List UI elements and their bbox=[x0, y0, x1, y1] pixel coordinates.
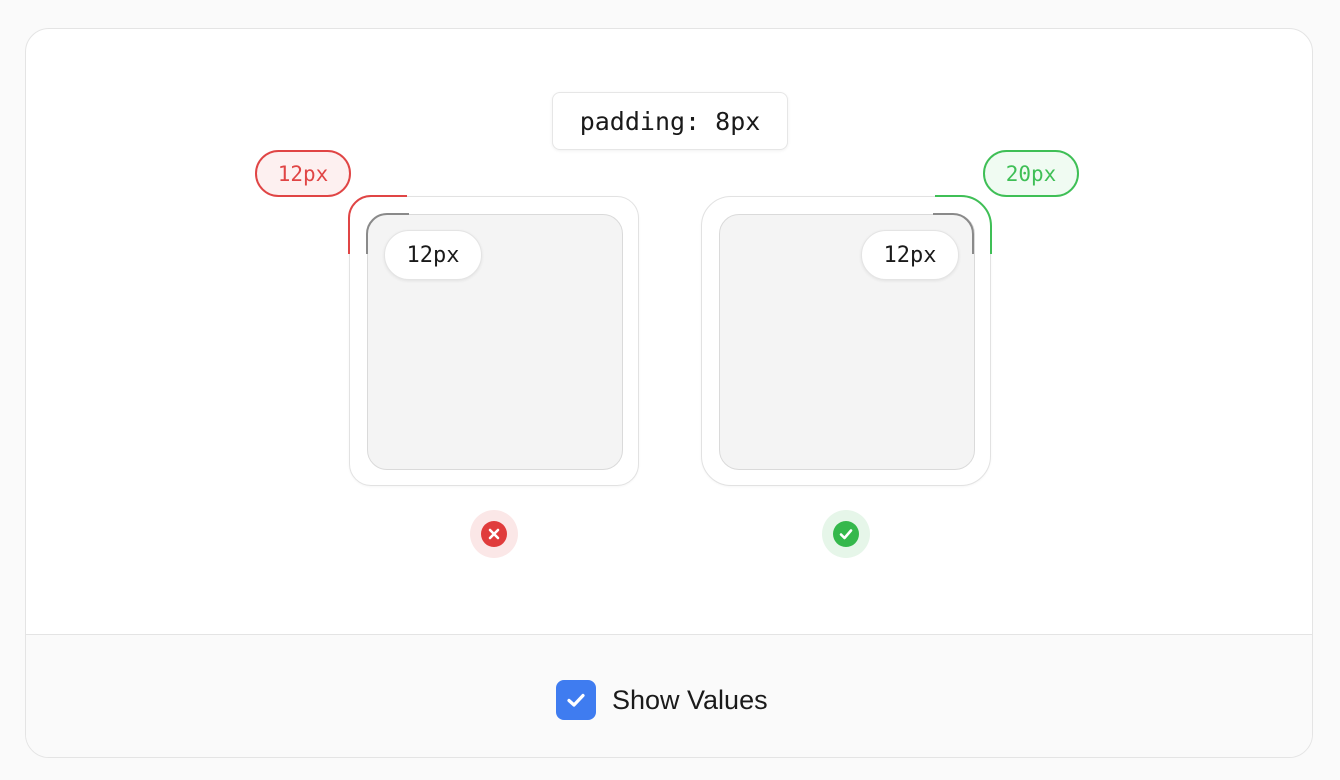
inner-box-incorrect: 12px bbox=[367, 214, 623, 470]
checkmark-icon bbox=[567, 693, 585, 707]
outer-box-correct: 12px bbox=[701, 196, 991, 486]
padding-label: padding: 8px bbox=[552, 92, 788, 150]
outer-radius-tag-incorrect: 12px bbox=[255, 150, 351, 197]
x-icon bbox=[481, 521, 507, 547]
demo-card: padding: 8px 12px 20px 12px 12px bbox=[25, 28, 1313, 758]
show-values-toggle[interactable]: Show Values bbox=[556, 679, 768, 721]
footer-bar bbox=[26, 634, 1312, 757]
outer-radius-tag-correct: 20px bbox=[983, 150, 1079, 197]
inner-box-correct: 12px bbox=[719, 214, 975, 470]
inner-radius-chip-incorrect: 12px bbox=[384, 230, 482, 280]
status-incorrect bbox=[470, 510, 518, 558]
show-values-label: Show Values bbox=[612, 684, 768, 715]
inner-radius-chip-correct: 12px bbox=[861, 230, 959, 280]
check-icon bbox=[833, 521, 859, 547]
status-correct bbox=[822, 510, 870, 558]
outer-box-incorrect: 12px bbox=[349, 196, 639, 486]
show-values-checkbox[interactable] bbox=[556, 680, 596, 720]
